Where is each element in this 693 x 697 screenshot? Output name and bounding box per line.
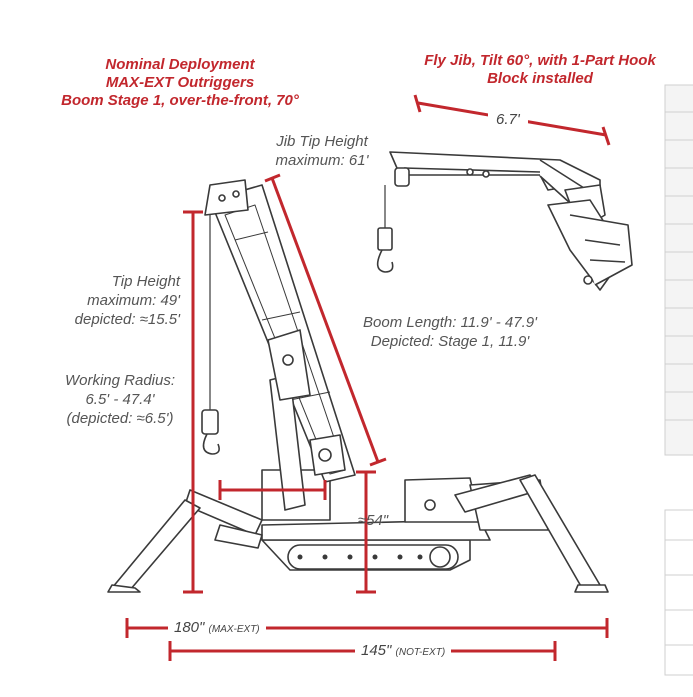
working-radius-label: Working Radius: 6.5' - 47.4' (depicted: …	[55, 371, 185, 428]
boom-length-line-2: Depicted: Stage 1, 11.9'	[370, 333, 530, 350]
boom-length-dimension	[264, 173, 387, 467]
pivot-height-value: ≈54"	[357, 512, 389, 529]
tip-height-label: Tip Height maximum: 49' depicted: ≈15.5'	[45, 272, 180, 329]
width-max-ext-value: 180"	[174, 619, 205, 636]
working-radius-dimension	[218, 480, 327, 500]
jib-span-value: 6.7'	[496, 111, 520, 128]
pivot-height-label: ≈54"	[348, 511, 398, 530]
side-table-strip	[664, 84, 693, 676]
tip-height-dimension	[183, 210, 203, 594]
jib-title-line-2: Block installed	[487, 70, 593, 87]
jib-title-line-1: Fly Jib, Tilt 60°, with 1-Part Hook	[424, 52, 656, 69]
deployment-title-line-1: Nominal Deployment	[105, 56, 255, 73]
jib-title: Fly Jib, Tilt 60°, with 1-Part Hook Bloc…	[415, 52, 665, 88]
boom-length-line-1: Boom Length: 11.9' - 47.9'	[363, 314, 537, 331]
jib-tip-height-label: Jib Tip Height maximum: 61'	[262, 132, 382, 170]
deployment-title: Nominal Deployment MAX-EXT Outriggers Bo…	[30, 56, 330, 110]
tip-height-line-3: depicted: ≈15.5'	[74, 311, 180, 328]
width-not-ext-value: 145"	[361, 642, 392, 659]
jib-tip-height-line-2: maximum: 61'	[275, 152, 369, 169]
crane-illustration	[107, 179, 609, 593]
width-not-ext-label: 145" (NOT-EXT)	[355, 642, 452, 662]
jib-span-label: 6.7'	[488, 111, 528, 129]
deployment-title-line-3: Boom Stage 1, over-the-front, 70°	[61, 92, 299, 109]
jib-tip-height-line-1: Jib Tip Height	[276, 133, 368, 150]
width-max-ext-note: (MAX-EXT)	[208, 624, 260, 635]
deployment-title-line-2: MAX-EXT Outriggers	[105, 74, 255, 91]
tip-height-line-2: maximum: 49'	[87, 292, 180, 309]
tip-height-line-1: Tip Height	[111, 273, 180, 290]
width-not-ext-note: (NOT-EXT)	[395, 647, 446, 658]
boom-length-label: Boom Length: 11.9' - 47.9' Depicted: Sta…	[345, 313, 555, 351]
fly-jib-illustration	[376, 151, 633, 291]
working-radius-line-3: (depicted: ≈6.5')	[66, 410, 174, 427]
working-radius-line-1: Working Radius:	[64, 372, 176, 389]
working-radius-line-2: 6.5' - 47.4'	[85, 391, 155, 408]
pivot-height-dimension	[356, 470, 376, 594]
width-max-ext-label: 180" (MAX-EXT)	[168, 619, 266, 639]
